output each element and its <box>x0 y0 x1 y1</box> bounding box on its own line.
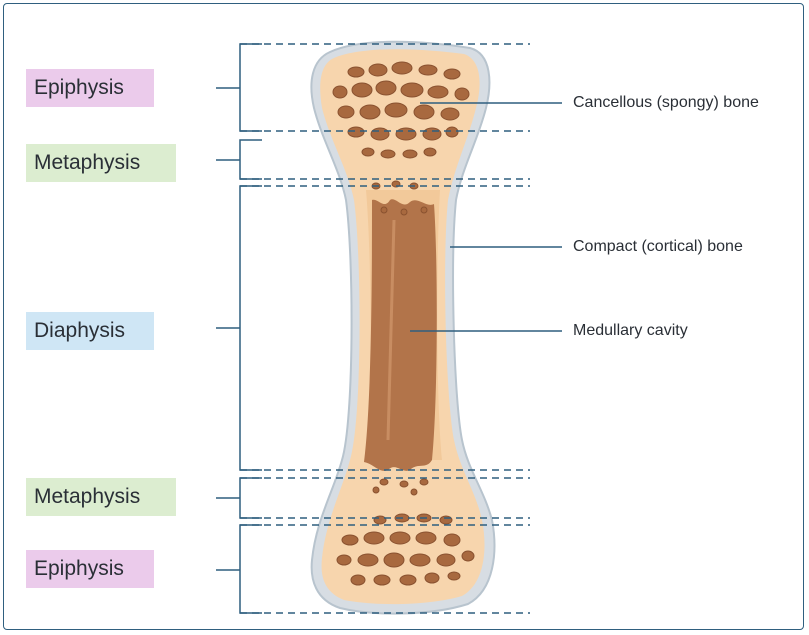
label-metaphysis-top: Metaphysis <box>26 144 176 182</box>
label-epiphysis-top: Epiphysis <box>26 69 154 107</box>
region-brackets <box>216 44 262 613</box>
label-diaphysis: Diaphysis <box>26 312 154 350</box>
bracket-metaphysis-top <box>216 140 262 179</box>
medullary-cavity-shape <box>364 199 437 471</box>
callout-compact-bone: Compact (cortical) bone <box>573 238 743 256</box>
label-metaphysis-bottom: Metaphysis <box>26 478 176 516</box>
callout-cancellous-bone: Cancellous (spongy) bone <box>573 94 759 112</box>
callout-medullary-cavity: Medullary cavity <box>573 322 688 340</box>
bracket-epiphysis-bottom <box>216 525 262 613</box>
bracket-diaphysis <box>216 186 262 470</box>
bracket-epiphysis-top <box>216 44 262 131</box>
label-epiphysis-bottom: Epiphysis <box>26 550 154 588</box>
bracket-metaphysis-bottom <box>216 478 262 518</box>
